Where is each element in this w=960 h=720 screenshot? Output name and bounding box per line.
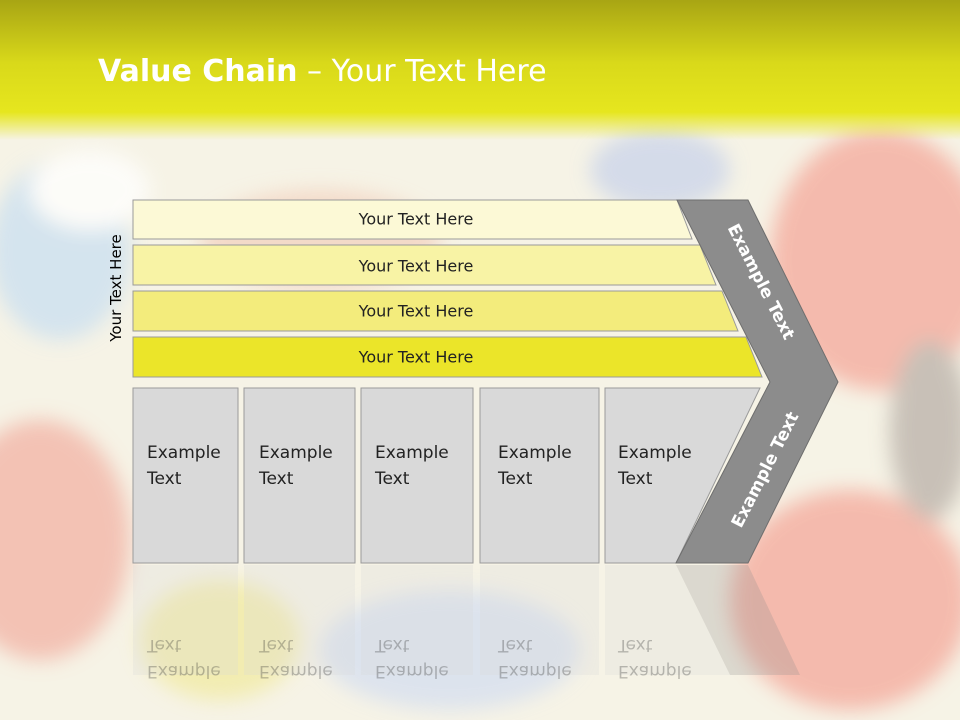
bar-1-label: Your Text Here: [358, 209, 474, 229]
chevron-arrow: [675, 199, 839, 564]
box-1-reflection-line2: Text: [147, 635, 182, 655]
box-2-reflection-line2: Text: [259, 635, 294, 655]
box-5-reflection-line2: Text: [618, 635, 653, 655]
box-4-line1: Example: [498, 443, 572, 463]
box-5-line2: Text: [618, 469, 653, 489]
box-3-line1: Example: [375, 443, 449, 463]
box-3-line2: Text: [375, 469, 410, 489]
bar-2: [132, 244, 717, 286]
header-band: [0, 0, 960, 140]
box-2-line1: Example: [259, 443, 333, 463]
title-bold: Value Chain: [98, 54, 298, 89]
box-1-line1: Example: [147, 443, 221, 463]
box-3-reflection-line1: Example: [375, 661, 449, 681]
bar-1: [132, 199, 693, 240]
title-rest: – Your Text Here: [297, 54, 547, 89]
box-1-line2: Text: [147, 469, 182, 489]
box-5-label: Example Text: [618, 440, 718, 492]
slide-title: Value Chain – Your Text Here: [98, 54, 547, 89]
box-2-label: Example Text: [259, 440, 359, 492]
bar-3-label: Your Text Here: [358, 301, 474, 321]
bar-4: [132, 336, 763, 378]
box-4: [479, 387, 600, 564]
box-4-line2: Text: [498, 469, 533, 489]
box-1-reflection-line1: Example: [147, 661, 221, 681]
box-4-reflection-line2: Text: [498, 635, 533, 655]
box-5-reflection-line1: Example: [618, 661, 692, 681]
box-1-reflection: Example Text: [147, 632, 247, 684]
box-1: [132, 387, 239, 564]
bar-3: [132, 290, 739, 332]
box-5-line1: Example: [618, 443, 692, 463]
box-4-label: Example Text: [498, 440, 598, 492]
box-2-reflection: Example Text: [259, 632, 359, 684]
box-4-reflection-line1: Example: [498, 661, 572, 681]
box-1-label: Example Text: [147, 440, 247, 492]
reflection: [133, 565, 800, 675]
bar-4-label: Your Text Here: [358, 347, 474, 367]
box-4-reflection: Example Text: [498, 632, 598, 684]
box-5-reflection: Example Text: [618, 632, 718, 684]
box-2: [243, 387, 356, 564]
box-2-reflection-line1: Example: [259, 661, 333, 681]
box-3-label: Example Text: [375, 440, 475, 492]
bar-2-label: Your Text Here: [358, 256, 474, 276]
box-3-reflection-line2: Text: [375, 635, 410, 655]
box-3-reflection: Example Text: [375, 632, 475, 684]
box-3: [360, 387, 474, 564]
box-2-line2: Text: [259, 469, 294, 489]
